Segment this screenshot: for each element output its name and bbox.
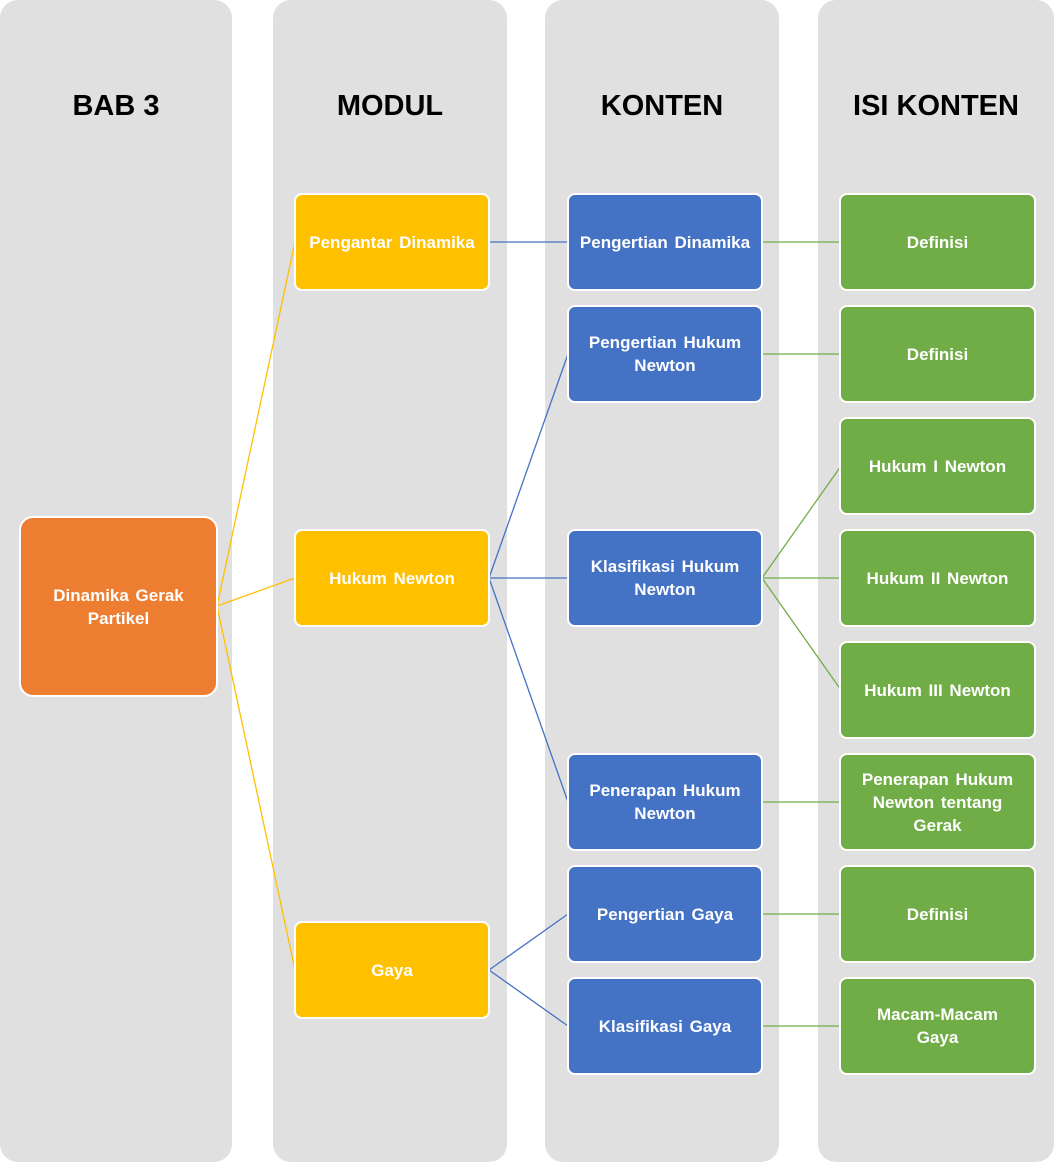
root-node[interactable]: Dinamika Gerak Partikel bbox=[19, 516, 218, 697]
konten-node-pengertian-dinamika[interactable]: Pengertian Dinamika bbox=[567, 193, 763, 291]
isi-node-label: Hukum I Newton bbox=[868, 456, 1007, 476]
isi-node-definisi-3[interactable]: Definisi bbox=[839, 865, 1036, 963]
isi-node-definisi-2[interactable]: Definisi bbox=[839, 305, 1036, 403]
connector-modul-3-to-konten-5 bbox=[488, 913, 569, 971]
isi-node-label: Definisi bbox=[906, 344, 969, 364]
isi-node-label: Macam-Macam Gaya bbox=[877, 1005, 998, 1047]
connector-modul-2-to-konten-2 bbox=[488, 353, 569, 579]
connector-konten-3-to-isi-5 bbox=[761, 577, 842, 691]
isi-node-definisi-1[interactable]: Definisi bbox=[839, 193, 1036, 291]
isi-node-label: Definisi bbox=[906, 904, 969, 924]
modul-node-label: Hukum Newton bbox=[329, 568, 455, 588]
isi-node-label: Definisi bbox=[906, 232, 969, 252]
konten-node-pengertian-hukum-newton[interactable]: Pengertian Hukum Newton bbox=[567, 305, 763, 403]
modul-node-label: Gaya bbox=[371, 960, 413, 980]
isi-node-label: Hukum III Newton bbox=[864, 680, 1011, 700]
column-header-modul: MODUL bbox=[336, 90, 444, 122]
isi-node-penerapan-hukum-newton-tentang-gerak[interactable]: Penerapan Hukum Newton tentang Gerak bbox=[839, 753, 1036, 851]
konten-node-label: Klasifikasi Gaya bbox=[598, 1016, 732, 1036]
isi-node-label: Hukum II Newton bbox=[866, 568, 1009, 588]
konten-node-label: Pengertian Dinamika bbox=[579, 232, 751, 252]
konten-node-klasifikasi-gaya[interactable]: Klasifikasi Gaya bbox=[567, 977, 763, 1075]
modul-node-label: Pengantar Dinamika bbox=[309, 232, 475, 252]
konten-node-label: Klasifikasi Hukum Newton bbox=[590, 557, 740, 599]
connector-modul-3-to-konten-6 bbox=[488, 969, 569, 1027]
konten-node-label: Pengertian Gaya bbox=[596, 904, 734, 924]
modul-node-pengantar-dinamika[interactable]: Pengantar Dinamika bbox=[294, 193, 490, 291]
isi-node-macam-macam-gaya[interactable]: Macam-Macam Gaya bbox=[839, 977, 1036, 1075]
modul-node-hukum-newton[interactable]: Hukum Newton bbox=[294, 529, 490, 627]
root-node-label: Dinamika Gerak Partikel bbox=[53, 585, 184, 628]
isi-node-hukum-i-newton[interactable]: Hukum I Newton bbox=[839, 417, 1036, 515]
connector-root-to-modul-2 bbox=[216, 577, 296, 607]
connector-konten-3-to-isi-3 bbox=[761, 465, 842, 579]
konten-node-label: Pengertian Hukum Newton bbox=[588, 333, 742, 375]
isi-node-label: Penerapan Hukum Newton tentang Gerak bbox=[861, 769, 1014, 835]
konten-node-label: Penerapan Hukum Newton bbox=[589, 781, 741, 823]
column-header-konten: KONTEN bbox=[600, 90, 724, 122]
column-header-bab: BAB 3 bbox=[72, 90, 160, 122]
konten-node-klasifikasi-hukum-newton[interactable]: Klasifikasi Hukum Newton bbox=[567, 529, 763, 627]
isi-node-hukum-ii-newton[interactable]: Hukum II Newton bbox=[839, 529, 1036, 627]
connector-root-to-modul-1 bbox=[216, 241, 296, 607]
konten-node-pengertian-gaya[interactable]: Pengertian Gaya bbox=[567, 865, 763, 963]
modul-node-gaya[interactable]: Gaya bbox=[294, 921, 490, 1019]
connector-root-to-modul-3 bbox=[216, 605, 296, 971]
connector-modul-2-to-konten-4 bbox=[488, 577, 569, 803]
column-header-isi-konten: ISI KONTEN bbox=[853, 90, 1019, 122]
konten-node-penerapan-hukum-newton[interactable]: Penerapan Hukum Newton bbox=[567, 753, 763, 851]
isi-node-hukum-iii-newton[interactable]: Hukum III Newton bbox=[839, 641, 1036, 739]
